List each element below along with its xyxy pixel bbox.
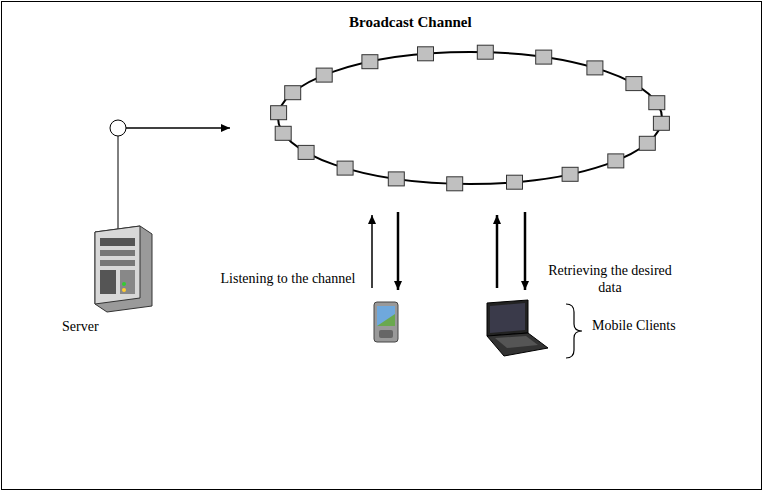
listen-arrow-down — [397, 212, 400, 290]
client-bracket — [566, 304, 582, 358]
data-slot — [536, 50, 552, 64]
broadcast-arrow — [126, 127, 230, 129]
data-slot — [477, 45, 493, 59]
data-slot — [639, 136, 655, 150]
data-slot — [275, 126, 291, 140]
data-slot — [587, 61, 603, 75]
data-slot — [653, 116, 669, 130]
listen-label: Listening to the channel — [218, 270, 358, 287]
data-slot — [649, 96, 665, 110]
data-slot — [562, 167, 578, 181]
retrieve-arrow-down — [524, 212, 527, 290]
data-slot — [447, 177, 463, 191]
antenna-line — [118, 136, 119, 232]
data-slot — [285, 86, 301, 100]
data-slot — [507, 175, 523, 189]
server-icon — [95, 226, 152, 312]
data-slot — [271, 106, 287, 120]
clients-label: Mobile Clients — [592, 317, 682, 334]
retrieve-arrow-up — [496, 215, 499, 288]
data-slot — [418, 47, 434, 61]
data-slot — [362, 55, 378, 69]
retrieve-label: Retrieving the desired data — [540, 262, 680, 296]
data-slot — [608, 154, 624, 168]
server-label: Server — [62, 318, 132, 335]
data-slot — [337, 161, 353, 175]
diagram-title: Broadcast Channel — [349, 14, 472, 31]
data-slots — [271, 45, 670, 191]
broadcast-ring — [278, 52, 662, 184]
data-slot — [626, 77, 642, 91]
pda-icon — [374, 302, 398, 342]
data-slot — [388, 172, 404, 186]
data-slot — [316, 68, 332, 82]
laptop-icon — [487, 300, 548, 356]
data-slot — [298, 145, 314, 159]
antenna-node — [110, 120, 126, 136]
listen-arrow-up — [371, 215, 373, 288]
